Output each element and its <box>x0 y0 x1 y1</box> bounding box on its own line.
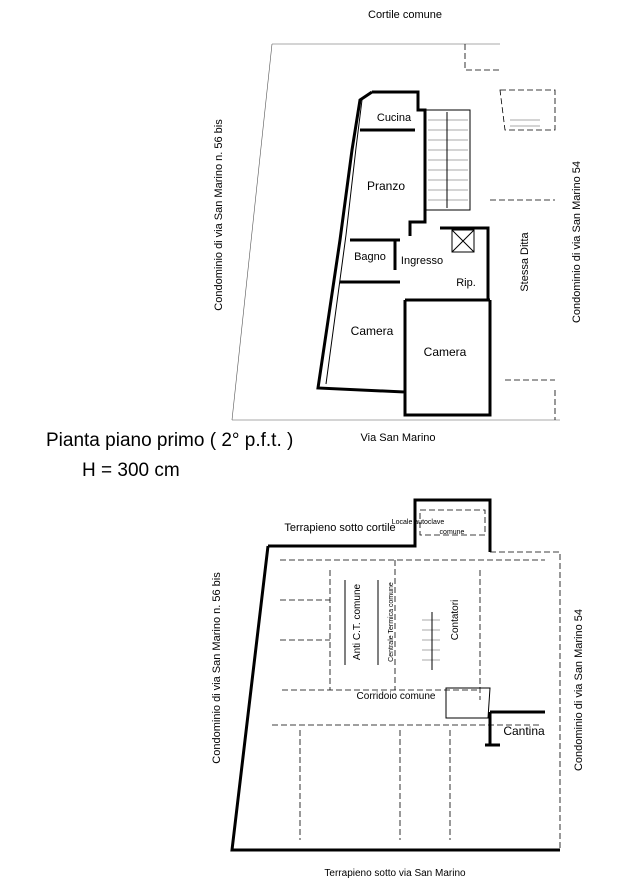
lower-right-neighbor-label: Condominio di via San Marino 54 <box>573 609 585 771</box>
wall-stair-core <box>440 226 490 300</box>
embankment-courtyard-label: Terrapieno sotto cortile <box>284 522 395 534</box>
service-shaft <box>445 687 491 719</box>
embankment-street-label: Terrapieno sotto via San Marino <box>324 868 466 879</box>
room-bedroom-right: Camera <box>424 345 467 359</box>
boiler-room-label: Centrale Termica comune <box>388 582 395 662</box>
wall-inner-line <box>325 99 363 385</box>
lower-staircase <box>422 612 440 670</box>
property-boundary <box>231 43 560 421</box>
stair-treads <box>428 119 468 201</box>
room-storage: Rip. <box>456 277 476 289</box>
staircase <box>425 109 471 211</box>
elevator-box <box>451 229 475 253</box>
right-neighbor-label: Condominio di via San Marino 54 <box>571 161 583 323</box>
ceiling-height: H = 300 cm <box>82 460 180 481</box>
plan-title: Pianta piano primo ( 2° p.f.t. ) <box>46 430 293 451</box>
lower-left-neighbor-label: Condominio di via San Marino n. 56 bis <box>211 572 223 764</box>
room-kitchen: Cucina <box>377 112 412 124</box>
corridor-walls <box>344 580 379 665</box>
meters-label: Contatori <box>450 600 461 641</box>
room-bathroom: Bagno <box>354 251 386 263</box>
lower-plan: Terrapieno sotto cortile Locale autoclav… <box>211 498 585 879</box>
anti-ct-label: Anti C.T. comune <box>352 583 363 660</box>
lower-stair-treads <box>422 619 440 661</box>
lower-boundary <box>419 509 561 850</box>
corridor-label: Corridoio comune <box>357 691 436 702</box>
elevator-cross <box>451 229 475 253</box>
elevator-shaft <box>451 229 475 253</box>
outbuilding-detail <box>510 119 540 127</box>
same-owner-label: Stessa Ditta <box>519 231 531 291</box>
left-neighbor-label: Condominio di via San Marino n. 56 bis <box>213 119 225 311</box>
outbuilding <box>464 44 556 131</box>
cellar-partitions <box>272 559 545 840</box>
cellar-label: Cantina <box>503 724 545 738</box>
autoclave-label-2: comune <box>440 529 465 536</box>
wall-lower-outer <box>230 545 560 852</box>
interior-walls <box>340 128 490 392</box>
adjacent-boundary <box>490 199 556 420</box>
room-dining: Pranzo <box>367 179 405 193</box>
autoclave-label-1: Locale autoclave <box>392 519 445 526</box>
stair-outline <box>425 109 471 211</box>
wall-lower-north <box>268 498 492 552</box>
courtyard-label: Cortile comune <box>368 9 442 21</box>
room-entrance: Ingresso <box>401 255 443 267</box>
wall-outer <box>316 90 492 417</box>
cellar-walls <box>485 710 545 747</box>
street-label: Via San Marino <box>360 432 435 444</box>
upper-plan: Cortile comune Cucina Pranzo Bagno Ingre… <box>213 9 583 444</box>
room-bedroom-left: Camera <box>351 324 394 338</box>
